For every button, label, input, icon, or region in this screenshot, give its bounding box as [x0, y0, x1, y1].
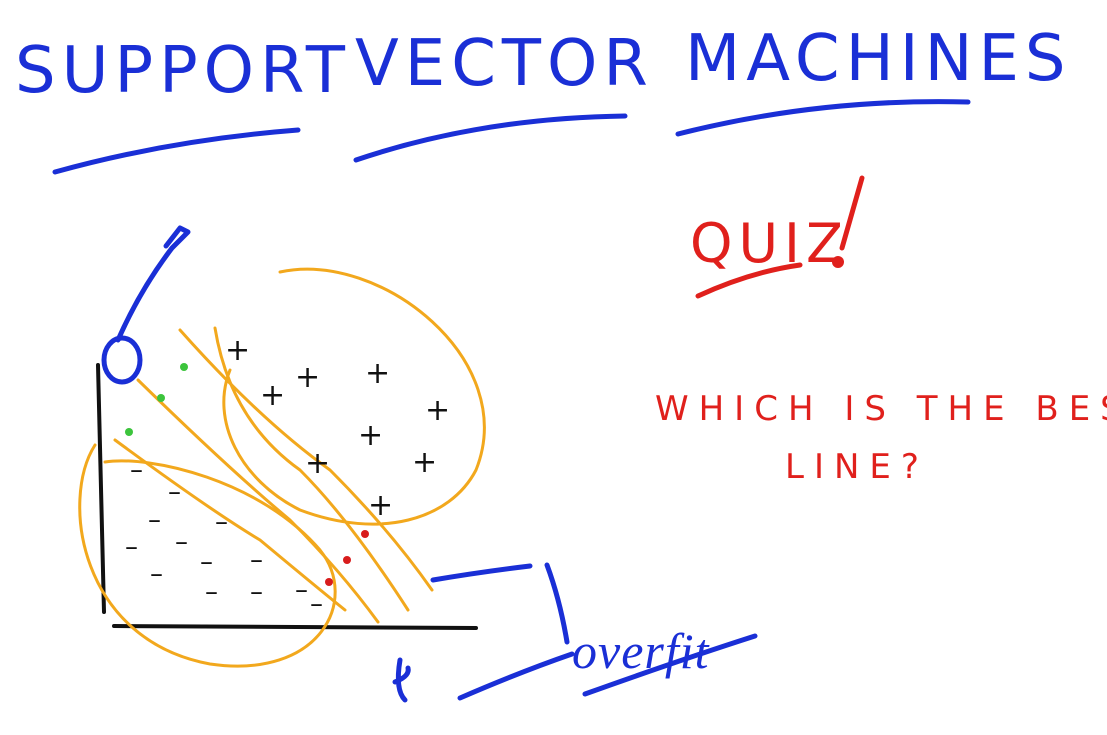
- title-vector: VECTOR: [355, 27, 654, 101]
- title-underline-2: [353, 113, 628, 163]
- y-axis: [96, 363, 106, 614]
- support-point-green: [125, 428, 133, 436]
- plus-mark: +: [358, 418, 383, 453]
- minus-mark: –: [250, 545, 263, 575]
- overfit-lower-line: [457, 651, 575, 701]
- support-point-green: [157, 394, 165, 402]
- minus-mark: –: [125, 532, 138, 562]
- title-underline-3: [675, 99, 971, 137]
- pen-pointer-icon: [115, 225, 191, 343]
- overfit-bracket: [544, 562, 570, 645]
- support-point-red: [343, 556, 351, 564]
- quiz-exclamation-dot: [832, 256, 844, 268]
- title-machines: MACHINES: [685, 22, 1072, 96]
- minus-mark: –: [148, 505, 161, 535]
- title-underline-1: [52, 127, 301, 175]
- support-point-red: [325, 578, 333, 586]
- boundary-line-4: [113, 438, 347, 612]
- quiz-underline: [695, 262, 803, 299]
- plus-mark: +: [260, 378, 285, 413]
- minus-mark: –: [205, 577, 218, 607]
- quiz-label: QUIZ: [690, 212, 849, 275]
- minus-mark: –: [175, 527, 188, 557]
- plus-mark: +: [225, 333, 250, 368]
- support-point-green: [180, 363, 188, 371]
- minus-mark: –: [168, 477, 181, 507]
- plus-mark: +: [295, 360, 320, 395]
- plus-mark: +: [368, 488, 393, 523]
- highlight-circle: [101, 335, 143, 385]
- minus-mark: –: [215, 507, 228, 537]
- plus-mark: +: [305, 446, 330, 481]
- negative-region-loop: [78, 443, 337, 668]
- question-line-2: LINE?: [785, 447, 929, 487]
- question-line-1: WHICH IS THE BEST: [655, 389, 1107, 429]
- overfit-label: overfit: [572, 623, 710, 679]
- quiz-exclamation-stroke: [839, 175, 865, 251]
- plus-mark: +: [425, 393, 450, 428]
- minus-mark: –: [200, 547, 213, 577]
- title-support: SUPPORT: [15, 34, 351, 108]
- x-axis: [112, 624, 478, 630]
- small-d-mark: [392, 657, 411, 703]
- plus-mark: +: [412, 445, 437, 480]
- support-point-red: [361, 530, 369, 538]
- boundary-line-2: [178, 328, 434, 592]
- minus-mark: –: [250, 577, 263, 607]
- minus-mark: –: [295, 575, 308, 605]
- positive-region-loop: [222, 267, 486, 526]
- minus-mark: –: [310, 589, 323, 619]
- minus-mark: –: [130, 455, 143, 485]
- overfit-underline: [582, 633, 758, 697]
- plus-mark: +: [365, 356, 390, 391]
- overfit-pointer-line: [430, 563, 533, 583]
- minus-mark: –: [150, 559, 163, 589]
